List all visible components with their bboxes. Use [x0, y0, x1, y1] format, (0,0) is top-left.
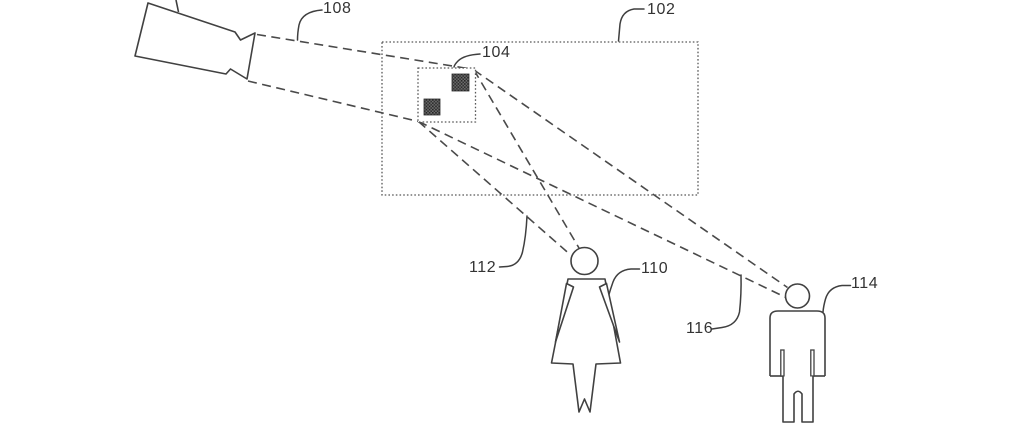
- projector-top-stub-line: [175, 0, 180, 13]
- light-path-bottomcorner-to-man: [418, 120, 787, 299]
- ref-numeral-viewer-man: 114: [851, 275, 879, 292]
- marker-region: [417, 67, 477, 123]
- leader-line-110: [607, 268, 641, 297]
- projection-beam-lower: [247, 80, 419, 123]
- light-path-bottomcorner-to-woman: [417, 120, 571, 255]
- ref-numeral-marker-region: 104: [482, 44, 511, 61]
- leader-line-114: [822, 284, 852, 313]
- ref-numeral-viewer-woman: 110: [641, 260, 669, 277]
- viewer-woman-figure: [550, 246, 622, 413]
- man-torso-and-arms: [769, 310, 826, 376]
- ref-numeral-projector: 108: [323, 0, 352, 17]
- ref-numeral-display: 102: [647, 1, 676, 18]
- display-screen: [381, 41, 699, 196]
- leader-line-112: [498, 215, 528, 268]
- leader-line-116: [711, 274, 742, 330]
- leader-line-108: [296, 9, 323, 41]
- man-head: [784, 283, 811, 309]
- man-right-arm-slit: [810, 349, 815, 377]
- projection-beam-upper: [256, 33, 475, 71]
- woman-head: [570, 246, 599, 276]
- man-legs: [782, 376, 814, 423]
- projector-body-outline: [134, 2, 256, 80]
- projector-device: [134, 0, 256, 80]
- ref-numeral-light-path-woman: 112: [469, 259, 497, 276]
- leader-line-104: [453, 53, 481, 68]
- ref-numeral-light-path-man: 116: [686, 320, 714, 337]
- man-left-arm-slit: [780, 349, 785, 377]
- leader-line-102: [617, 8, 645, 42]
- woman-left-arm: [554, 282, 575, 343]
- light-path-topcorner-to-woman: [473, 69, 580, 249]
- light-path-topcorner-to-man: [473, 69, 788, 289]
- viewer-man-figure: [769, 283, 826, 423]
- marker-square-top-right: [451, 73, 470, 92]
- marker-square-bottom-left: [423, 98, 441, 116]
- woman-right-arm: [598, 282, 621, 343]
